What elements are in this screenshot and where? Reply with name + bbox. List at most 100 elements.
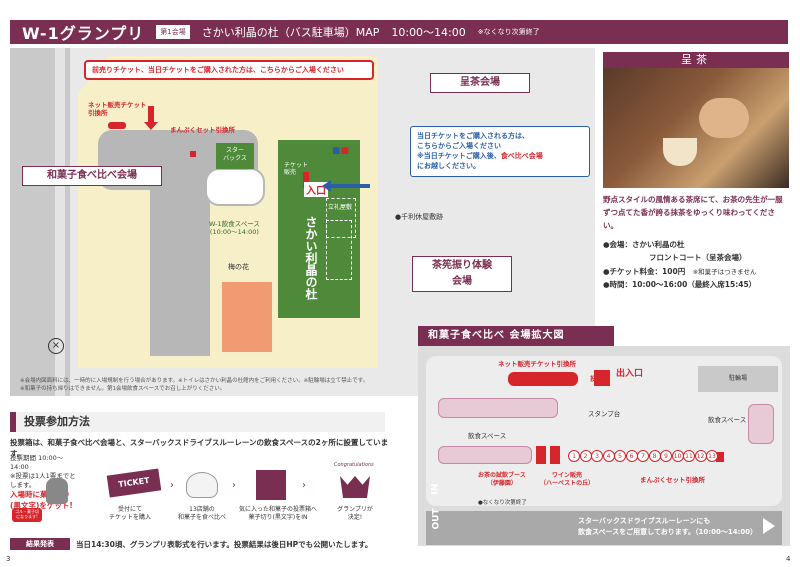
zoom-dining-left2 <box>438 446 532 464</box>
map-footnotes: ※会場内図面料には、一時的に入場規制を行う場合があります。※トイレはさかい利晶の… <box>20 378 590 393</box>
vote-title: 投票参加方法 <box>10 412 385 432</box>
ticket-sales-marker <box>303 172 309 188</box>
step-1: 受付にて チケットを購入 <box>108 506 151 522</box>
zoom-stamp: スタンプ台 <box>588 410 621 418</box>
tea-fee-note: ※和菓子はつきません <box>692 267 757 276</box>
zoom-ticket-label: ネット販売チケット引換所 <box>498 360 576 368</box>
tea-photo <box>603 68 789 188</box>
tea-venue-sub: フロントコート（呈茶会場） <box>649 253 747 263</box>
same-day-line4: にお越しください。 <box>417 162 480 171</box>
crown-icon <box>340 476 370 498</box>
stall-number: 2 <box>579 450 592 462</box>
ticket-sales-label: チケット 販売 <box>284 162 309 177</box>
whisk-area <box>326 220 352 280</box>
stall-number: 9 <box>660 450 672 462</box>
step-arrow-2: › <box>232 480 236 491</box>
map-header: W-1グランプリ 第1会場 さかい利晶の杜（バス駐車場）MAP 10:00〜14… <box>10 20 788 44</box>
zoom-dining-right <box>748 404 774 444</box>
header-title: W-1グランプリ <box>22 24 145 43</box>
zoom-ticket-booth <box>508 372 578 386</box>
drive-note-2: 飲食スペースをご用意しております。（10:00〜14:00） <box>578 527 758 536</box>
vote-description: 投票箱は、和菓子食べ比べ会場と、スターバックスドライブスルーレーンの飲食スペース… <box>10 438 389 458</box>
tea-panel: 呈茶 野点スタイルの風情ある茶席にて、お茶の先生が一服ずつ点てた香が誇る抹茶をゆ… <box>603 52 789 291</box>
ticket-booth-marker <box>108 122 126 129</box>
page-number-right: 4 <box>786 555 791 563</box>
header-subtitle: さかい利晶の杜（バス駐車場）MAP <box>201 26 380 39</box>
same-day-line3-red: 食べ比べ会場 <box>500 152 543 161</box>
zoom-dining-label1: 飲食スペース <box>468 432 507 440</box>
toilet-icon: ■■ <box>332 146 350 156</box>
entrance-arrow <box>330 184 370 188</box>
zoom-wine: ワイン販売 （ハーベストの丘） <box>540 472 595 487</box>
same-day-line3a: ※当日チケットご購入後、 <box>417 152 501 161</box>
ume-building <box>222 282 272 352</box>
stall-number: 4 <box>602 450 615 462</box>
stall-number: 1 <box>568 450 580 462</box>
starbucks-building: スター バックス <box>216 143 254 169</box>
vote-time: 投票期間 10:00〜14:00 <box>10 454 64 472</box>
step-arrow-3: › <box>302 480 306 491</box>
result-label: 結果発表 <box>10 538 70 550</box>
header-hours: 10:00〜14:00 <box>391 26 466 39</box>
ume-label: 梅の花 <box>228 263 249 271</box>
header-note: ※なくなり次第終了 <box>477 28 540 36</box>
stall-number: 7 <box>637 450 649 462</box>
entrance-arrowhead <box>322 180 331 192</box>
zoom-manpuku: まんぷくセット引換所 <box>640 476 705 484</box>
stall-number: 11 <box>683 450 695 462</box>
wagashi-icon <box>186 472 218 498</box>
ticket-booth-label: ネット販売チケット 引換所 <box>88 101 147 117</box>
vote-badge: ゴル・菓子切 になります! <box>12 508 42 522</box>
zoom-title: 和菓子食べ比べ 会場拡大図 <box>418 326 614 346</box>
manpuku-marker <box>190 151 196 157</box>
zoom-dining-label2: 飲食スペース <box>708 416 747 424</box>
no-entry-icon: × <box>48 338 64 354</box>
vote-box-icon <box>256 470 286 500</box>
advance-ticket-callout: 前売りチケット、当日チケットをご購入された方は、こちらからご入場ください <box>84 60 374 80</box>
manpuku-label: まんぷくセット引換所 <box>170 126 235 134</box>
standing-room-label: 立礼屋敷 <box>328 204 353 211</box>
wagashi-venue-callout: 和菓子食べ比べ会場 <box>22 166 162 186</box>
same-day-line1: 当日チケットをご購入される方は、 <box>417 132 529 140</box>
ticket-icon: TICKET <box>106 468 162 498</box>
parking-box: 駐輪場 <box>698 366 778 392</box>
tea-description: 野点スタイルの風情ある茶席にて、お茶の先生が一服ずつ点てた香が誇る抹茶をゆっくり… <box>603 195 783 230</box>
drive-lane <box>426 511 782 545</box>
stall-number: 5 <box>614 450 626 462</box>
vote-red-note: 入場時に菓子切り (黒文字)をゲット! <box>10 490 73 510</box>
booth-arrow <box>148 106 154 122</box>
standing-room-area <box>326 198 356 238</box>
venue-tag: 第1会場 <box>156 25 190 39</box>
roundabout <box>205 168 265 206</box>
stall-number: 6 <box>625 450 638 462</box>
step-3: 気に入った和菓子の投票箱へ 菓子切り(黒文字)をIN <box>238 506 317 522</box>
zoom-tea-booth-box <box>536 446 546 464</box>
zoom-out: OUT <box>431 508 442 530</box>
tea-fee: ●チケット料金：100円 ※和菓子はつきません <box>603 265 789 278</box>
zoom-entrance: 出入口 <box>616 369 644 379</box>
result-text: 当日14:30頃、グランプリ表彰式を行います。投票結果は後日HPでも公開いたしま… <box>76 540 373 549</box>
step-2: 13店舗の 和菓子を食べ比べ <box>177 506 226 522</box>
zoom-manpuku-marker <box>716 452 724 462</box>
step-arrow-1: › <box>170 480 174 491</box>
zoom-tea-booth: お茶の試飲ブース （伊藤園） <box>478 472 526 487</box>
zoom-exit-note: ●なくなり次第終了 <box>478 500 527 506</box>
stall-number: 13 <box>706 450 718 462</box>
drive-arrow <box>763 518 775 534</box>
same-day-line3: ※当日チケットご購入後、食べ比べ会場 <box>417 151 583 161</box>
hand-shape <box>699 98 749 138</box>
road-line <box>55 48 65 396</box>
stall-number: 8 <box>648 450 661 462</box>
vote-note: ※投票は1人1票までとします。 <box>10 472 76 490</box>
tea-title: 呈茶 <box>603 52 789 68</box>
tea-venue: ●会場：さかい利晶の杜 <box>603 240 685 250</box>
congrats-text: Congratulations <box>334 462 374 468</box>
whisk-venue-callout: 茶筅振り体験 会場 <box>412 256 512 292</box>
venue-map: スター バックス 立礼屋敷 さかい利晶の杜 ■■ 梅の花 W-1飲食スペース (… <box>10 48 595 396</box>
same-day-line2: こちらからご入場ください <box>417 142 501 151</box>
step-4: グランプリが 決定! <box>337 506 373 522</box>
tea-time: ●時間：10:00〜16:00（最終入席15:45） <box>603 279 757 289</box>
zoom-vote-label: 投票箱 <box>590 376 609 383</box>
zoom-vote-box <box>594 370 610 386</box>
footnote-1: ※会場内図面料には、一時的に入場規制を行う場合があります。※トイレはさかい利晶の… <box>20 378 369 384</box>
